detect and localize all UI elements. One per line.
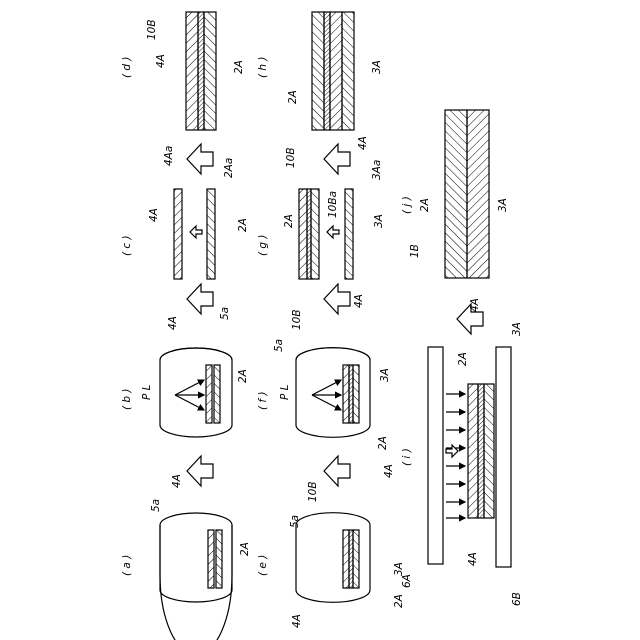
plate-4A-h: [330, 12, 342, 130]
label-4A-d: 4A: [155, 54, 167, 68]
pressure-arrows: [446, 394, 465, 518]
panel-label-b: ( b ): [121, 388, 133, 410]
label-4A-a: 4A: [171, 474, 183, 488]
panel-i: ( i ) 6A 4A 6B 2A 3A: [401, 322, 523, 606]
label-4A-j: 4A: [469, 298, 481, 312]
panel-e: ( e ) 5a 10B 3A 4A 2A: [257, 481, 405, 628]
plate-3A-f: [353, 365, 359, 423]
label-3A-j: 3A: [497, 198, 509, 212]
plate-4A-a: [208, 530, 214, 588]
label-2Aa: 2Aa: [223, 158, 235, 178]
press-plate-6A: [428, 347, 443, 564]
label-3A-i: 3A: [511, 322, 523, 336]
arrow-c-d: [187, 144, 213, 174]
plate-3A-g: [345, 189, 353, 279]
panel-label-f: ( f ): [257, 391, 269, 410]
panel-j: ( j ) 2A 3A 4A 1B: [401, 110, 509, 312]
label-2A-h: 2A: [287, 90, 299, 104]
panel-c: ( c ) 4A 4Aa 2Aa 2A: [121, 146, 249, 279]
plate-2A-i: [468, 384, 478, 518]
label-4Aa: 4Aa: [163, 146, 175, 166]
plate-10B-g-a: [299, 189, 307, 279]
label-2A-a: 2A: [239, 542, 251, 556]
label-2A-i: 2A: [457, 352, 469, 366]
panel-label-j: ( j ): [401, 196, 413, 214]
label-4A-c: 4A: [148, 208, 160, 222]
label-3A-h: 3A: [371, 60, 383, 74]
panel-a: ( a ) 5a 4A 2A: [121, 474, 251, 640]
label-10B-f: 10B: [291, 309, 303, 330]
label-PL-f: P L: [279, 384, 291, 400]
plate-2A-b: [214, 365, 220, 423]
label-5a-b: 5a: [219, 307, 231, 320]
plate-3A-i: [484, 384, 494, 518]
label-10B-e: 10B: [307, 481, 319, 502]
arrow-g-h: [324, 144, 350, 174]
label-PL-b: P L: [141, 384, 153, 400]
arrow-e-f: [324, 456, 350, 486]
press-plate-6B: [496, 347, 511, 567]
label-4A-i: 4A: [467, 552, 479, 566]
label-4A-f: 4A: [383, 464, 395, 478]
label-4A-h: 4A: [357, 136, 369, 150]
plate-10B-g-b: [311, 189, 319, 279]
label-6B: 6B: [511, 592, 523, 606]
panel-h: ( h ) 2A 4A 3A: [257, 12, 383, 150]
plate-3A-j: [467, 110, 489, 278]
plate-4A-f: [343, 365, 349, 423]
panel-label-a: ( a ): [121, 555, 133, 576]
panel-f: ( f ) P L 5a 10B 3A 2A 4A: [257, 309, 395, 478]
label-5a-e: 5a: [289, 515, 301, 528]
label-2A-b: 2A: [237, 369, 249, 383]
plate-4A-b: [206, 365, 212, 423]
label-2A-e: 2A: [393, 594, 405, 608]
arrow-b-c: [187, 284, 213, 314]
label-6A: 6A: [401, 574, 413, 588]
plate-4A-d: [186, 12, 198, 130]
label-1B: 1B: [409, 244, 421, 258]
label-2A-j: 2A: [419, 198, 431, 212]
label-2A-f: 2A: [377, 436, 389, 450]
label-2A-c: 2A: [237, 218, 249, 232]
plate-2A-c: [207, 189, 215, 279]
arrow-a-b: [187, 456, 213, 486]
panel-d: ( d ) 10B 4A 2A: [121, 12, 245, 130]
panel-g: ( g ) 10B 2A 10Ba 3Aa 3A 4A: [257, 147, 385, 308]
label-10B-g: 10B: [285, 147, 297, 168]
label-5a-f: 5a: [273, 339, 285, 352]
label-2A-d: 2A: [233, 60, 245, 74]
plate-3A-e: [353, 530, 359, 588]
plate-4A-e: [343, 530, 349, 588]
label-3Aa: 3Aa: [371, 160, 383, 180]
label-3A-e: 3A: [393, 562, 405, 576]
plate-2A-j: [445, 110, 467, 278]
panel-b: ( b ) P L 4A 5a 2A: [121, 307, 249, 437]
label-3A-g: 3A: [373, 214, 385, 228]
plate-3A-h: [342, 12, 354, 130]
panel-label-c: ( c ): [121, 235, 133, 256]
label-2A-g: 2A: [283, 214, 295, 228]
label-4A-g: 4A: [353, 294, 365, 308]
arrow-f-g: [324, 284, 350, 314]
label-3A-f: 3A: [379, 368, 391, 382]
label-10B-d: 10B: [146, 19, 158, 40]
plate-2A-d: [204, 12, 216, 130]
panel-label-h: ( h ): [257, 56, 269, 78]
panel-label-d: ( d ): [121, 56, 133, 78]
plate-2A-h: [312, 12, 324, 130]
plate-4A-c: [174, 189, 182, 279]
panel-label-g: ( g ): [257, 234, 269, 256]
cylinder-a-top: [160, 513, 232, 525]
bond-layer-d: [198, 12, 204, 130]
label-5a-a: 5a: [150, 499, 162, 512]
label-4A-e: 4A: [291, 614, 303, 628]
label-10Ba: 10Ba: [327, 191, 339, 218]
plate-2A-a: [216, 530, 222, 588]
label-4A-b: 4A: [167, 316, 179, 330]
cylinder-b-body: [160, 348, 232, 437]
panel-label-i: ( i ): [401, 448, 413, 466]
panel-label-e: ( e ): [257, 555, 269, 576]
